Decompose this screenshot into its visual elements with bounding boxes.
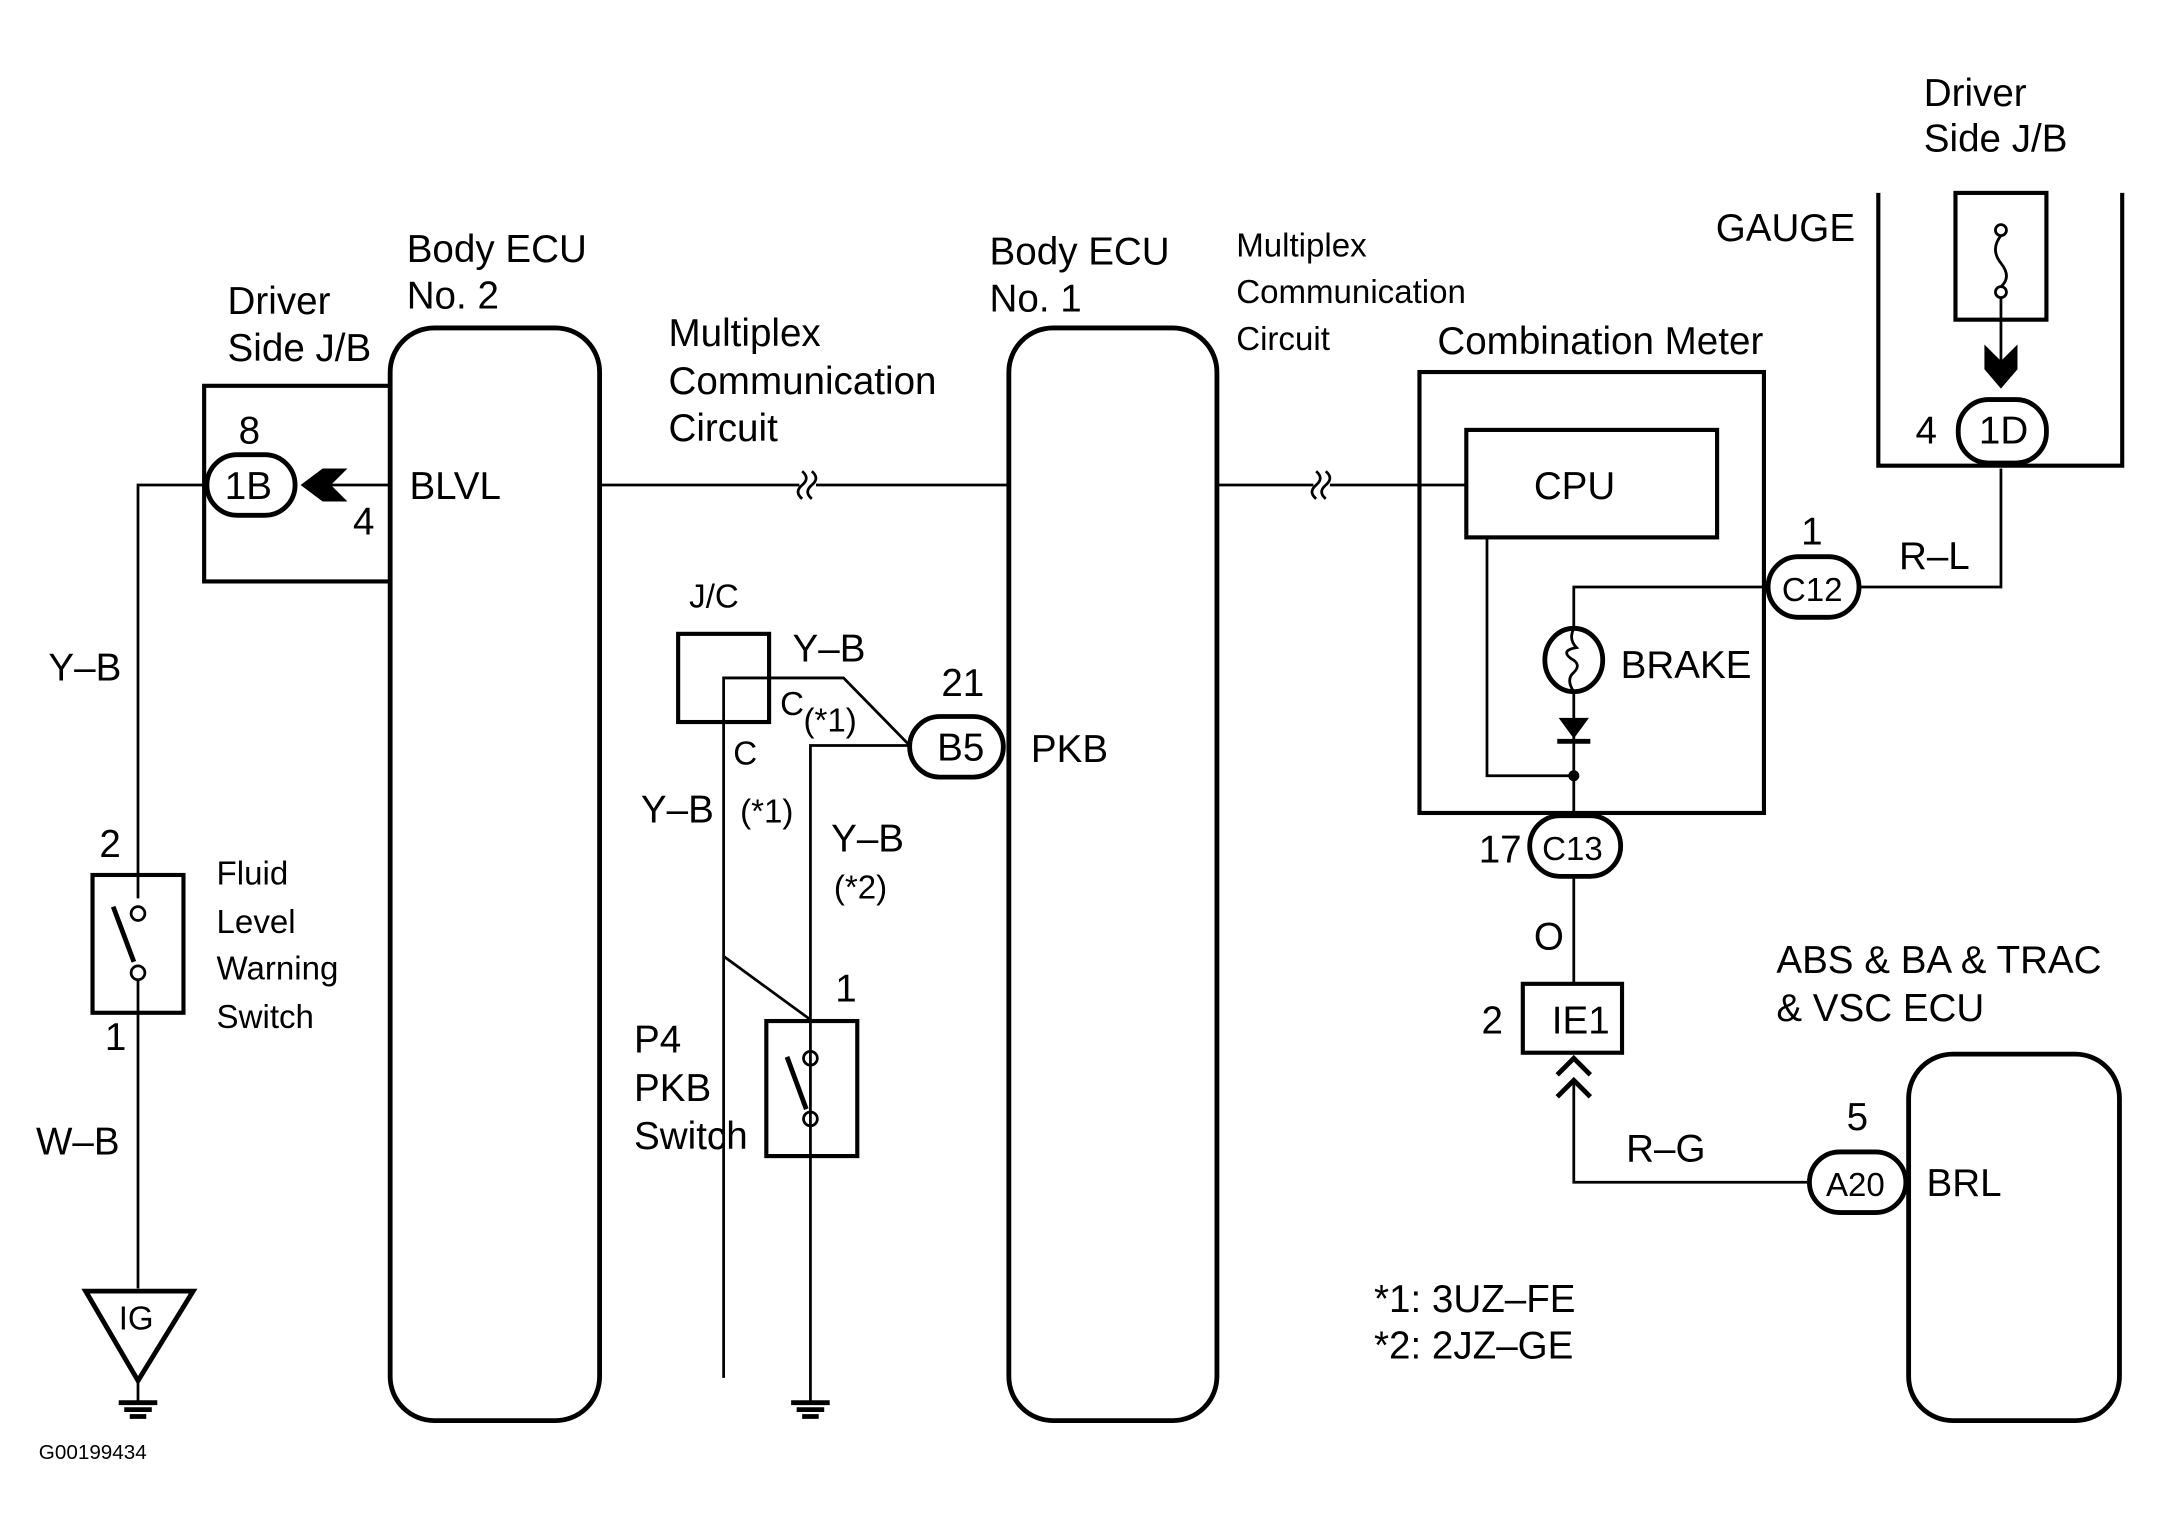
wire-rl: R–L (1899, 535, 1970, 578)
connector-ie1: IE1 2 (1481, 981, 1625, 1099)
ig-ground: IG (81, 1288, 198, 1419)
c13-label: C13 (1542, 831, 1603, 868)
connector-1d-label: 1D (1979, 410, 2028, 453)
abs-vsc-ecu: ABS & BA & TRAC & VSC ECU 5 A20 BRL (1776, 939, 2122, 1424)
note-1: *1: 3UZ–FE (1374, 1278, 1576, 1321)
wire-wb: W–B (36, 1121, 120, 1164)
wire-yb-left: Y–B (48, 647, 121, 690)
a20-pin-5: 5 (1847, 1096, 1868, 1139)
break-mark-icon (796, 470, 818, 500)
abs-ecu-box (1906, 1051, 2122, 1424)
body-ecu-no2-subtitle: No. 2 (407, 275, 499, 318)
fuse-gauge-label: GAUGE (1716, 207, 1855, 250)
body-ecu-no1-box (1006, 325, 1220, 1424)
fluid-switch-pin-1: 1 (105, 1016, 126, 1059)
wire-yb-right: Y–B (831, 818, 904, 861)
pin-8: 8 (239, 410, 260, 453)
b5-label: B5 (937, 727, 984, 770)
wire-o: O (1534, 915, 1564, 958)
fluid-switch-pin-2: 2 (99, 823, 120, 866)
abs-ecu-subtitle: & VSC ECU (1776, 987, 1984, 1030)
c12-label: C12 (1782, 572, 1843, 609)
wire-yb-mid: Y–B (641, 789, 714, 832)
fluid-switch-label-1: Fluid (217, 856, 289, 893)
jc-title: J/C (689, 579, 739, 616)
terminal-blvl: BLVL (409, 465, 501, 508)
break-mark-icon (1310, 470, 1332, 500)
jc-star1-upper: (*1) (804, 703, 857, 740)
driver-jb-left-subtitle: Side J/B (228, 327, 372, 370)
a20-label: A20 (1826, 1167, 1885, 1204)
brake-label: BRAKE (1621, 644, 1752, 687)
wire-yb-top: Y–B (793, 627, 866, 670)
fluid-switch-label-2: Level (217, 904, 296, 941)
note-2: *2: 2JZ–GE (1374, 1325, 1573, 1368)
combination-meter: Combination Meter CPU BRAKE 1 C12 C13 17 (1417, 320, 1862, 879)
ie1-pin-2: 2 (1481, 999, 1502, 1042)
pkb-switch-label-3: Switch (634, 1115, 748, 1158)
driver-jb-right: Driver Side J/B GAUGE 1D 4 (1716, 72, 2125, 468)
abs-ecu-title: ABS & BA & TRAC (1776, 939, 2101, 982)
terminal-brl: BRL (1927, 1162, 2002, 1205)
body-ecu-no2-box (387, 325, 603, 1424)
pkb-switch-pin-1: 1 (835, 968, 856, 1011)
pkb-switch-label-1: P4 (634, 1019, 681, 1062)
connector-arrow-icon (300, 468, 348, 502)
driver-jb-right-title: Driver (1924, 72, 2027, 115)
fluid-switch-label-3: Warning (217, 951, 339, 988)
body-ecu-no1-subtitle: No. 1 (990, 277, 1082, 320)
mux1-line1: Multiplex (669, 312, 821, 355)
jc-c-lower: C (733, 736, 757, 773)
body-ecu-no1: Body ECU No. 1 PKB (990, 231, 1220, 1424)
junction-connector: J/C C (*1) C Y–B Y–B (*1) Y–B (*2) (641, 579, 911, 1403)
pin-4-left: 4 (353, 501, 374, 544)
jc-star2: (*2) (834, 869, 887, 906)
junction-dot (1568, 770, 1580, 782)
diagram-id: G00199434 (39, 1441, 147, 1464)
fuse-icon (1994, 234, 2008, 288)
c13-pin-17: 17 (1479, 829, 1522, 872)
diode-icon (1558, 717, 1589, 739)
driver-jb-left-title: Driver (228, 280, 331, 323)
mux1-line3: Circuit (669, 407, 779, 450)
c12-pin-1: 1 (1801, 510, 1822, 553)
fluid-level-warning-switch: 2 1 Fluid Level Warning Switch (90, 823, 339, 1289)
mux2-line2: Communication (1236, 274, 1466, 311)
body-ecu-no1-title: Body ECU (990, 231, 1170, 274)
mux2-line1: Multiplex (1236, 227, 1367, 264)
wire-rg: R–G (1626, 1128, 1705, 1171)
ig-label: IG (119, 1301, 154, 1338)
driver-jb-right-subtitle: Side J/B (1924, 118, 2068, 161)
connector-arrow-icon (1984, 344, 2018, 389)
body-ecu-no2-title: Body ECU (407, 228, 587, 271)
jc-c-upper: C (780, 686, 804, 723)
combination-meter-title: Combination Meter (1437, 320, 1763, 363)
terminal-pkb: PKB (1031, 728, 1108, 771)
driver-jb-left: Driver Side J/B 8 1B 4 (202, 280, 391, 584)
b5-pin-21: 21 (941, 662, 984, 705)
pin-4-right: 4 (1916, 410, 1937, 453)
fluid-switch-label-4: Switch (217, 999, 314, 1036)
connector-b5: 21 B5 (907, 662, 1006, 780)
connector-1d (1955, 397, 2049, 466)
ie1-label: IE1 (1552, 999, 1610, 1042)
cpu-label: CPU (1534, 465, 1615, 508)
connector-1b-label: 1B (225, 465, 272, 508)
mux2-line3: Circuit (1236, 321, 1330, 358)
jc-star1-lower: (*1) (740, 794, 793, 831)
cpu-box (1464, 427, 1720, 540)
connector-a20 (1807, 1149, 1909, 1215)
pkb-switch: 1 P4 PKB Switch (634, 968, 860, 1419)
mux1-line2: Communication (669, 360, 937, 403)
pkb-switch-label-2: PKB (634, 1067, 711, 1110)
body-ecu-no2: Body ECU No. 2 BLVL (387, 228, 603, 1424)
